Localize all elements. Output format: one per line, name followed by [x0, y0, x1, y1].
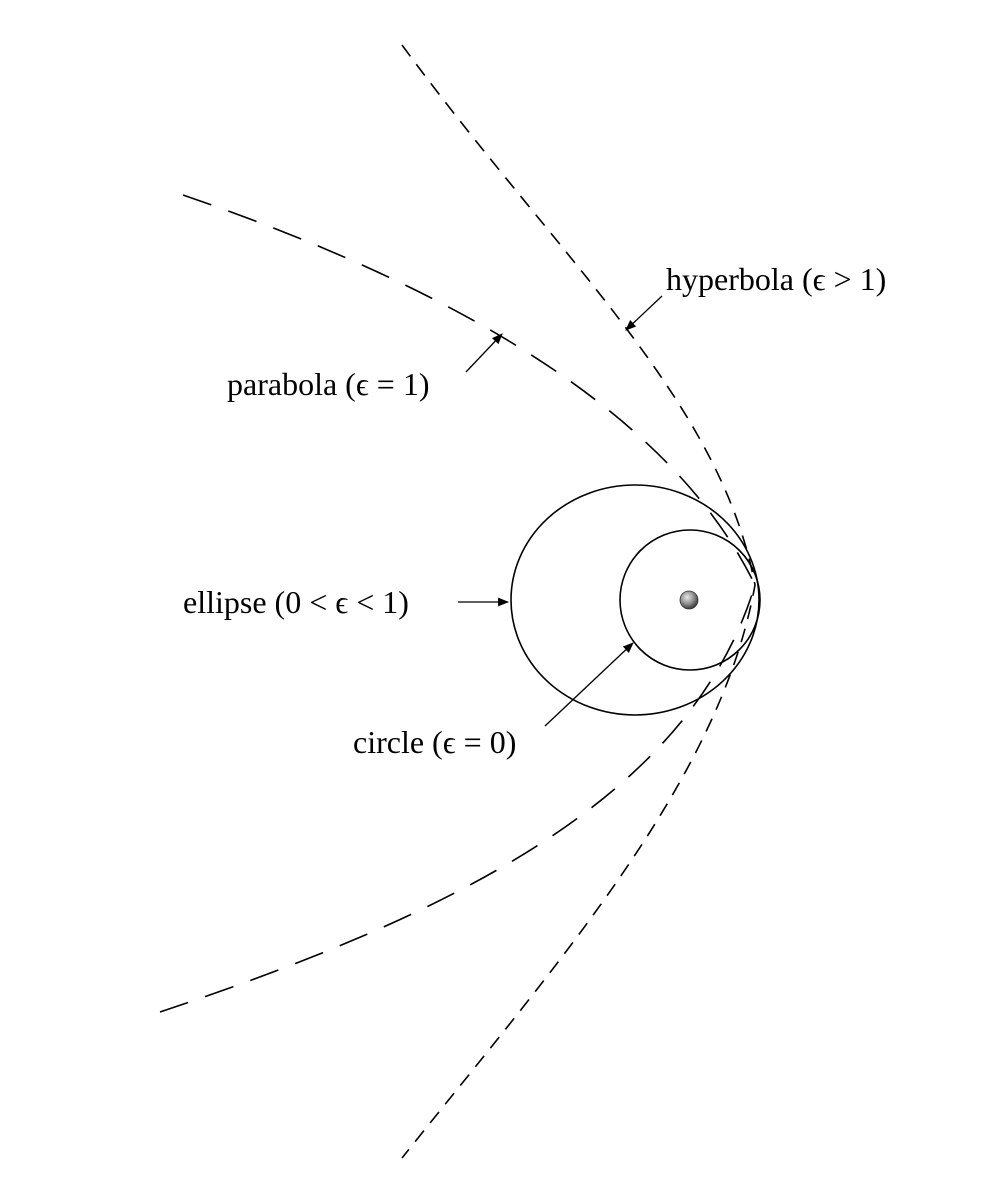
parabola-label: parabola (ϵ = 1): [227, 366, 429, 402]
hyperbola-leader-arrow: [625, 295, 663, 331]
circle-curve: [619, 529, 761, 671]
parabola-leader-arrow: [465, 333, 503, 373]
circle-leader-arrow: [544, 642, 634, 727]
hyperbola-curve: [401, 44, 756, 1159]
parabola-curve: [159, 194, 756, 1013]
ellipse-curve: [510, 484, 760, 716]
ellipse-label: ellipse (0 < ϵ < 1): [183, 584, 409, 620]
circle-label: circle (ϵ = 0): [353, 724, 516, 760]
hyperbola-label: hyperbola (ϵ > 1): [666, 261, 886, 297]
focus-point: [679, 590, 699, 610]
